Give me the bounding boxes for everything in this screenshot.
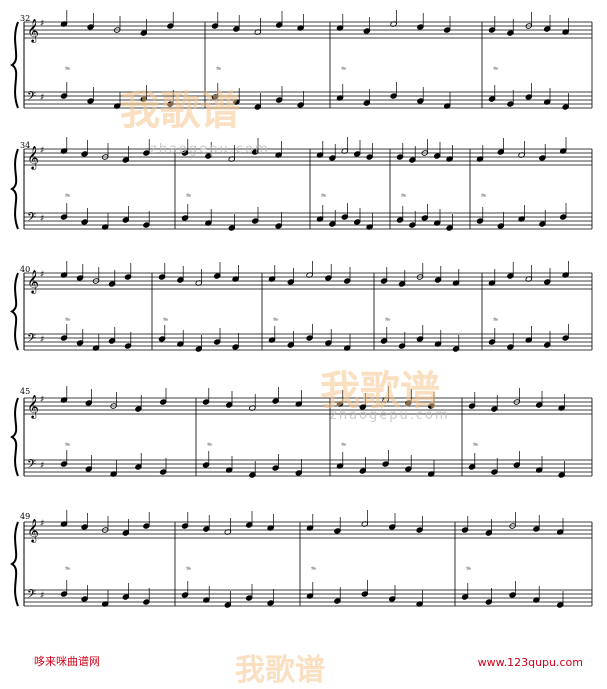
pedal-mark: 𝆮 bbox=[185, 192, 191, 201]
bass-clef: 𝄢 bbox=[27, 90, 36, 106]
treble-clef: 𝄞 bbox=[27, 145, 39, 170]
pedal-mark: 𝆮 bbox=[320, 192, 326, 201]
measure-number: 40 bbox=[20, 265, 31, 274]
brace bbox=[10, 521, 19, 607]
pedal-mark: 𝆮 bbox=[340, 65, 346, 74]
treble-clef: 𝄞 bbox=[27, 18, 39, 43]
bass-clef: 𝄢 bbox=[27, 588, 36, 604]
pedal-mark: 𝆮 bbox=[162, 316, 168, 325]
bass-clef: 𝄢 bbox=[27, 458, 36, 474]
key-signature-sharp: ♯ bbox=[40, 335, 44, 345]
key-signature-sharp: ♯ bbox=[40, 519, 44, 529]
pedal-mark: 𝆮 bbox=[492, 65, 498, 74]
measure-number: 34 bbox=[20, 141, 31, 150]
treble-clef: 𝄞 bbox=[27, 394, 39, 419]
key-signature-sharp: ♯ bbox=[40, 214, 44, 224]
pedal-mark: 𝆮 bbox=[215, 65, 221, 74]
pedal-mark: 𝆮 bbox=[384, 316, 390, 325]
footer-site-name: 哆来咪曲谱网 bbox=[34, 655, 100, 668]
pedal-mark: 𝆮 bbox=[64, 65, 70, 74]
pedal-mark: 𝆮 bbox=[206, 441, 212, 450]
pedal-mark: 𝆮 bbox=[480, 192, 486, 201]
pedal-mark: 𝆮 bbox=[272, 316, 278, 325]
pedal-mark: 𝆮 bbox=[64, 316, 70, 325]
pedal-mark: 𝆮 bbox=[310, 565, 316, 574]
key-signature-sharp: ♯ bbox=[40, 591, 44, 601]
key-signature-sharp: ♯ bbox=[40, 93, 44, 103]
key-signature-sharp: ♯ bbox=[40, 270, 44, 280]
measure-number: 45 bbox=[20, 387, 31, 396]
pedal-mark: 𝆮 bbox=[465, 565, 471, 574]
pedal-mark: 𝆮 bbox=[185, 565, 191, 574]
key-signature-sharp: ♯ bbox=[40, 461, 44, 471]
bass-clef: 𝄢 bbox=[27, 332, 36, 348]
sheet-music-page: 𝄞♯𝄢♯𝆮𝆮𝆮𝆮𝄞♯𝄢♯𝆮𝆮𝆮𝆮𝆮𝄞♯𝄢♯𝆮𝆮𝆮𝆮𝆮𝄞♯𝄢♯𝆮𝆮𝆮𝆮𝄞♯𝄢♯𝆮𝆮… bbox=[10, 10, 593, 688]
brace bbox=[10, 272, 19, 351]
key-signature-sharp: ♯ bbox=[40, 395, 44, 405]
brace bbox=[10, 397, 19, 477]
measure-number: 49 bbox=[20, 512, 31, 521]
treble-clef: 𝄞 bbox=[27, 269, 39, 294]
pedal-mark: 𝆮 bbox=[400, 192, 406, 201]
pedal-mark: 𝆮 bbox=[64, 565, 70, 574]
key-signature-sharp: ♯ bbox=[40, 19, 44, 29]
bass-clef: 𝄢 bbox=[27, 211, 36, 227]
pedal-mark: 𝆮 bbox=[64, 192, 70, 201]
pedal-mark: 𝆮 bbox=[492, 316, 498, 325]
treble-clef: 𝄞 bbox=[27, 518, 39, 543]
pedal-mark: 𝆮 bbox=[472, 441, 478, 450]
score-canvas: 𝄞♯𝄢♯𝆮𝆮𝆮𝆮𝄞♯𝄢♯𝆮𝆮𝆮𝆮𝆮𝄞♯𝄢♯𝆮𝆮𝆮𝆮𝆮𝄞♯𝄢♯𝆮𝆮𝆮𝆮𝄞♯𝄢♯𝆮𝆮… bbox=[10, 10, 593, 608]
footer-site-url: www.123qupu.com bbox=[477, 656, 583, 669]
pedal-mark: 𝆮 bbox=[340, 441, 346, 450]
pedal-mark: 𝆮 bbox=[64, 441, 70, 450]
brace bbox=[10, 148, 19, 230]
brace bbox=[10, 21, 19, 109]
measure-number: 32 bbox=[20, 14, 31, 23]
key-signature-sharp: ♯ bbox=[40, 146, 44, 156]
